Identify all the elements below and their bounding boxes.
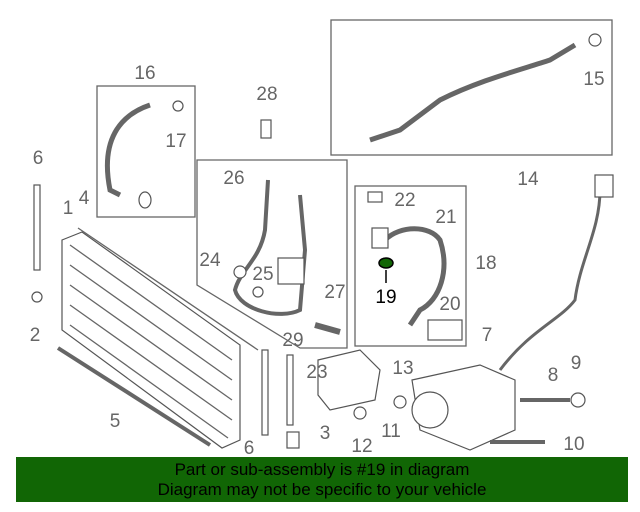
callout-13: 13 (392, 358, 413, 379)
hose-14 (369, 42, 577, 143)
valve-21 (371, 227, 389, 249)
hose-18 (383, 226, 447, 327)
callout-18: 18 (475, 253, 496, 274)
callout-17: 17 (165, 131, 186, 152)
info-banner: Part or sub-assembly is #19 in diagram D… (16, 457, 628, 502)
hose-23 (232, 179, 308, 316)
o-ring-17 (138, 191, 152, 209)
hose-7 (498, 189, 602, 371)
callout-26: 26 (223, 168, 244, 189)
o-rings-25 (277, 257, 305, 285)
valve-29 (314, 322, 341, 335)
callout-2: 2 (30, 325, 41, 346)
callout-1: 1 (63, 198, 74, 219)
callout-3: 3 (320, 423, 331, 444)
nut-9 (570, 392, 586, 408)
callout-6: 6 (33, 148, 44, 169)
callout-25: 25 (252, 264, 273, 285)
callout-8: 8 (548, 365, 559, 386)
callout-27: 27 (324, 282, 345, 303)
callout-19: 19 (375, 287, 396, 308)
group-box-14 (330, 19, 613, 156)
hose-16 (104, 102, 151, 198)
callout-16: 16 (134, 63, 155, 84)
callout-12: 12 (351, 436, 372, 457)
bracket-11 (317, 349, 381, 411)
group-box-16 (96, 85, 196, 218)
seal-strip-5 (56, 346, 212, 447)
banner-line-2: Diagram may not be specific to your vehi… (157, 480, 487, 499)
o-ring-19 (378, 257, 394, 269)
group-box-18 (354, 185, 467, 347)
bolt-12 (353, 406, 367, 420)
bolt-13 (393, 395, 407, 409)
callout-24: 24 (199, 250, 221, 271)
o-ring-15 (588, 33, 602, 47)
callout-9: 9 (571, 353, 582, 374)
group-box-23 (196, 159, 348, 349)
bushing-3 (286, 431, 300, 449)
seal-strip-6b (261, 349, 269, 436)
callout-11: 11 (381, 421, 401, 442)
cap-28 (260, 119, 272, 139)
callout-20: 20 (439, 294, 460, 315)
callout-28: 28 (256, 84, 277, 105)
bracket-3 (286, 354, 294, 426)
bolt-2 (31, 291, 43, 303)
callout-5: 5 (110, 411, 121, 432)
o-rings-20 (427, 319, 463, 341)
callout-10: 10 (563, 434, 584, 455)
compressor (411, 364, 516, 451)
condenser (61, 227, 259, 449)
cap-22 (367, 191, 383, 203)
callout-29: 29 (282, 330, 303, 351)
callout-6b: 6 (244, 438, 255, 459)
callout-14: 14 (517, 169, 539, 190)
callout-22: 22 (394, 190, 415, 211)
banner-line-1: Part or sub-assembly is #19 in diagram (174, 460, 470, 479)
callout-7: 7 (482, 325, 493, 346)
callout-15: 15 (583, 69, 604, 90)
callout-23: 23 (306, 362, 327, 383)
callout-4: 4 (79, 188, 90, 209)
callout-21: 21 (435, 207, 456, 228)
seal-strip-6 (33, 184, 41, 271)
